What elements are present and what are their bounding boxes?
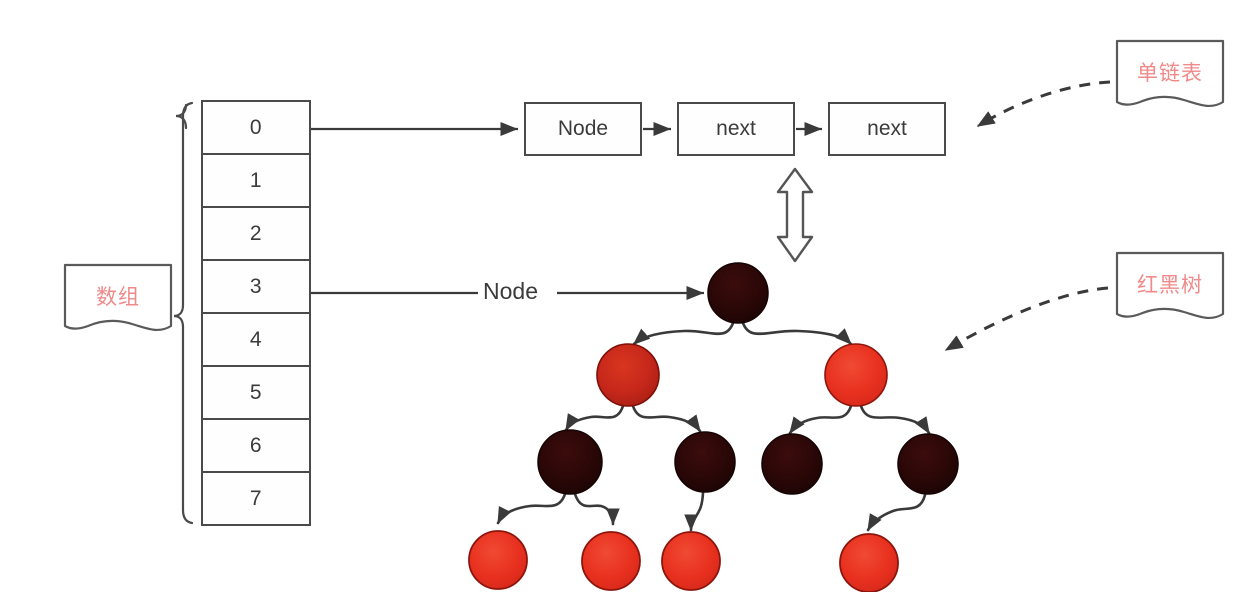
tree-node-lr <box>674 431 736 493</box>
tree-edge-root-left <box>632 321 735 346</box>
tree-edge-r-rl <box>788 404 853 435</box>
tree-node-rr <box>897 433 959 495</box>
tree-edge-rr-rrl <box>866 493 927 532</box>
array-cell-3[interactable]: 3 <box>203 261 309 314</box>
note-shape-array <box>63 263 173 332</box>
tree-node-lrl <box>661 531 721 591</box>
tree-node-llr <box>581 531 641 591</box>
callout-arrow-rbtree <box>944 286 1109 352</box>
tree-node-rrl <box>839 533 899 592</box>
tree-edge-ll-llr <box>573 492 620 526</box>
linkedlist-node-box-1[interactable]: next <box>677 102 795 156</box>
array-cell-5[interactable]: 5 <box>203 367 309 420</box>
note-rbtree[interactable]: 红黑树 <box>1114 250 1226 326</box>
array-cell-0[interactable]: 0 <box>203 102 309 155</box>
tree-edge-l-ll <box>564 404 625 432</box>
array-cell-1[interactable]: 1 <box>203 155 309 208</box>
array-cell-7[interactable]: 7 <box>203 473 309 526</box>
callout-arrow-linkedlist <box>976 80 1111 128</box>
tree-edge-ll-lll <box>496 492 567 525</box>
note-array[interactable]: 数组 <box>62 262 174 338</box>
note-array-label: 数组 <box>96 286 140 309</box>
tree-edge-r-rr <box>859 404 931 435</box>
tree-node-r <box>824 343 888 407</box>
linkedlist-node-box-2[interactable]: next <box>828 102 946 156</box>
tree-edges <box>496 321 931 532</box>
note-shape-rbtree <box>1115 251 1225 320</box>
tree-edge-lr-lrl <box>684 491 705 532</box>
linkedlist-node-box-0[interactable]: Node <box>524 102 642 156</box>
tree-node-lll <box>468 530 528 590</box>
note-linkedlist[interactable]: 单链表 <box>1114 38 1226 114</box>
tree-node-root <box>707 262 769 324</box>
tree-node-l <box>596 343 660 407</box>
tree-node-rl <box>761 433 823 495</box>
tree-nodes <box>468 262 959 592</box>
array-cell-4[interactable]: 4 <box>203 314 309 367</box>
note-rbtree-label: 红黑树 <box>1137 274 1203 297</box>
tree-node-ll <box>537 429 603 495</box>
array-cell-2[interactable]: 2 <box>203 208 309 261</box>
equivalence-double-arrow-icon <box>776 167 814 263</box>
array-cell-6[interactable]: 6 <box>203 420 309 473</box>
tree-edge-l-lr <box>631 404 702 433</box>
note-linkedlist-label: 单链表 <box>1137 62 1203 85</box>
note-shape-linkedlist <box>1115 39 1225 108</box>
tree-pointer-label: Node <box>480 280 541 303</box>
tree-edge-root-right <box>741 321 853 346</box>
array-table: 0 1 2 3 4 5 6 7 <box>201 100 311 526</box>
array-brace <box>173 101 194 525</box>
